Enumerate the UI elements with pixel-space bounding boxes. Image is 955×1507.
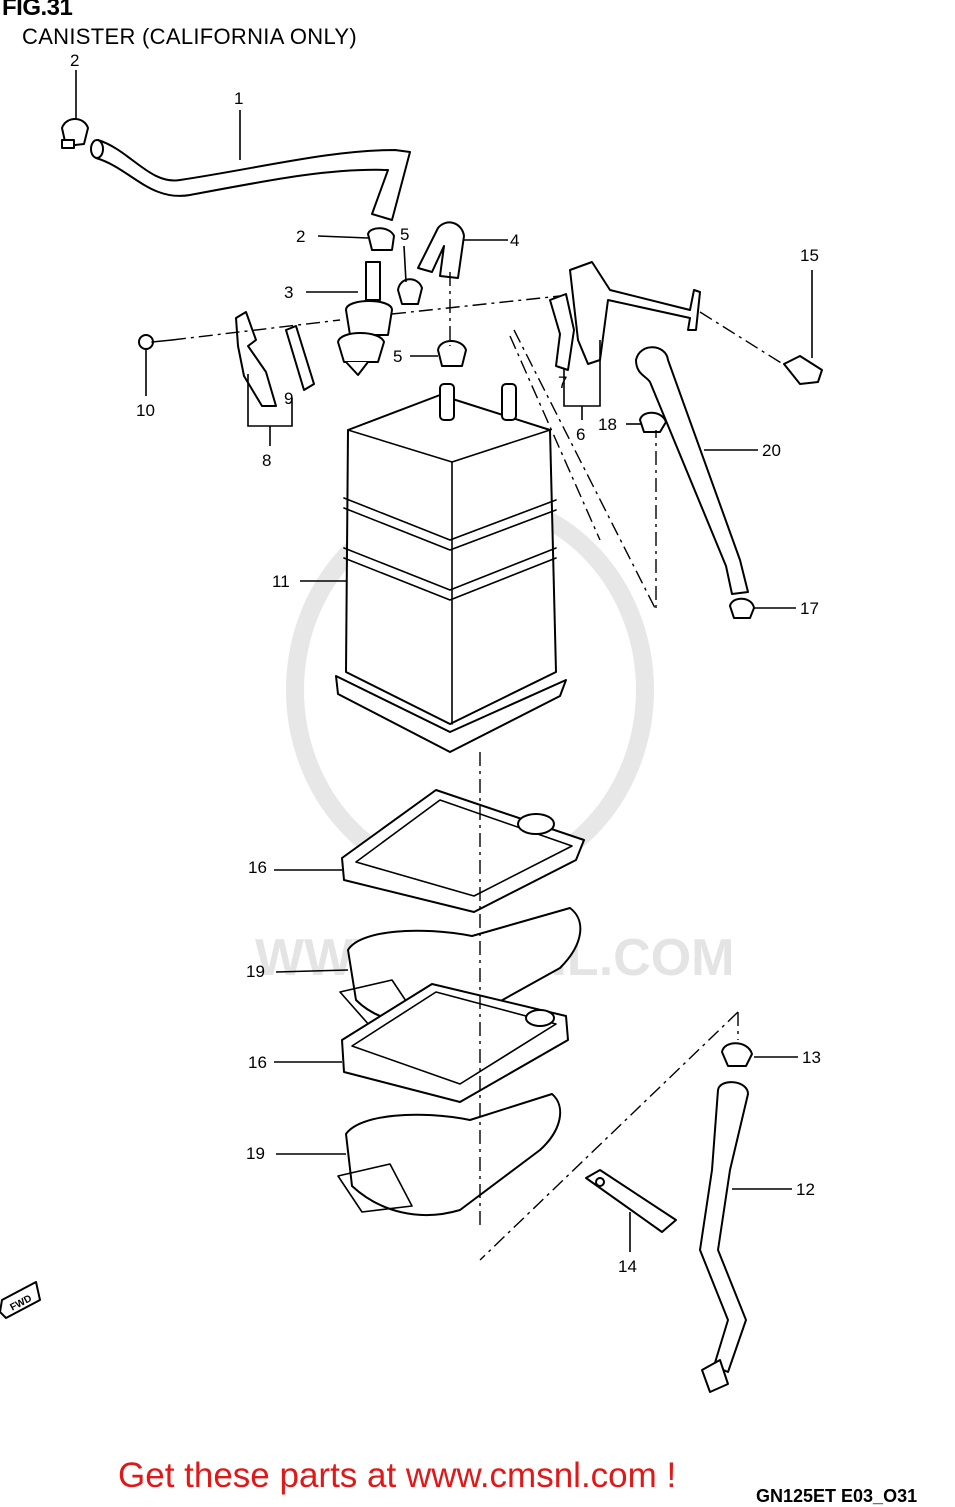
label-7: 7 bbox=[558, 373, 567, 392]
part-9-plate bbox=[285, 325, 315, 391]
part-16-pad bbox=[341, 789, 585, 913]
part-3-valve bbox=[337, 261, 393, 376]
label-9: 9 bbox=[284, 389, 293, 408]
label-10: 10 bbox=[136, 401, 155, 420]
figure-subtitle: CANISTER (CALIFORNIA ONLY) bbox=[22, 24, 357, 49]
drawing-code: GN125ET E03_O31 bbox=[756, 1486, 918, 1506]
part-13-clip bbox=[721, 1042, 753, 1067]
get-parts-link[interactable]: Get these parts at www.cmsnl.com ! bbox=[118, 1456, 677, 1495]
part-18-clip bbox=[639, 411, 667, 433]
part-2-clip bbox=[61, 118, 89, 149]
label-11: 11 bbox=[272, 572, 290, 591]
part-2b-clip bbox=[367, 227, 395, 251]
part-16b-pad bbox=[341, 983, 569, 1103]
label-13: 13 bbox=[802, 1048, 821, 1067]
label-2-top: 2 bbox=[70, 51, 79, 70]
label-5-lower: 5 bbox=[393, 347, 402, 366]
part-12-hose bbox=[699, 1081, 749, 1393]
part-6-bracket bbox=[569, 261, 701, 365]
part-7-plate bbox=[549, 293, 575, 371]
part-14-strap bbox=[585, 1169, 677, 1233]
label-5-top: 5 bbox=[400, 225, 409, 244]
label-20: 20 bbox=[762, 441, 781, 460]
leader-lines bbox=[75, 70, 813, 1252]
label-6: 6 bbox=[576, 425, 585, 444]
label-2-mid: 2 bbox=[296, 227, 305, 246]
part-4-elbow bbox=[417, 221, 465, 279]
label-19-lower: 19 bbox=[246, 1144, 265, 1163]
part-8-bracket bbox=[235, 311, 277, 407]
part-1-hose bbox=[90, 139, 411, 221]
label-16-lower: 16 bbox=[248, 1053, 267, 1072]
label-15: 15 bbox=[800, 246, 819, 265]
part-20-hose bbox=[635, 346, 749, 595]
part-11-canister bbox=[335, 383, 567, 753]
label-4: 4 bbox=[510, 231, 519, 250]
part-15-bolt bbox=[783, 355, 823, 385]
label-3: 3 bbox=[284, 283, 293, 302]
label-14: 14 bbox=[618, 1257, 637, 1276]
part-17-clip bbox=[729, 597, 755, 619]
fwd-direction-arrow: FWD bbox=[0, 1281, 41, 1319]
label-18: 18 bbox=[598, 415, 617, 434]
part-10-screw bbox=[138, 334, 173, 350]
part-5b-clip bbox=[437, 340, 467, 367]
assembly-guide-lines bbox=[171, 272, 787, 1261]
label-16-upper: 16 bbox=[248, 858, 267, 877]
part-19b-band bbox=[337, 1093, 562, 1216]
part-labels: 1 2 2 3 4 5 5 6 7 8 9 10 11 12 13 14 15 … bbox=[70, 51, 821, 1276]
figure-title: FIG.31 bbox=[2, 0, 73, 21]
part-5-clip bbox=[397, 278, 423, 305]
label-12: 12 bbox=[796, 1180, 815, 1199]
label-19-upper: 19 bbox=[246, 962, 265, 981]
label-17: 17 bbox=[800, 599, 819, 618]
label-1: 1 bbox=[234, 89, 243, 108]
label-8: 8 bbox=[262, 451, 271, 470]
